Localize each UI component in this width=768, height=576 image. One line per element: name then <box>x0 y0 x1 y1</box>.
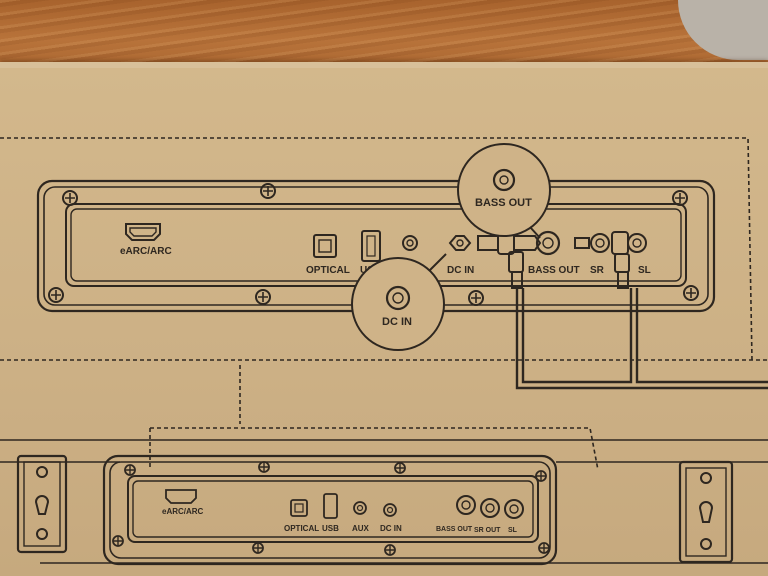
screw <box>260 183 276 199</box>
screw <box>683 285 699 301</box>
screw <box>252 542 264 554</box>
dc-in-callout: DC IN <box>351 253 447 351</box>
dashed-guides <box>0 137 768 471</box>
sl-label-bottom: SL <box>508 527 518 534</box>
optical-label: OPTICAL <box>306 265 350 276</box>
screw <box>255 289 271 305</box>
bass-out-jack-icon <box>535 230 561 256</box>
bass-out-jack-icon <box>456 495 476 515</box>
dc-in-port-icon <box>383 503 397 517</box>
aux-port-icon <box>402 235 418 251</box>
optical-port-icon <box>290 499 308 517</box>
sr-jack-icon <box>590 233 610 253</box>
sl-label: SL <box>638 265 651 276</box>
screw <box>48 287 64 303</box>
bass-out-callout: BASS OUT <box>457 143 551 239</box>
usb-label-bottom: USB <box>322 524 339 533</box>
bass-out-label-bottom: BASS OUT <box>436 526 473 533</box>
sl-jack-icon <box>627 233 647 253</box>
screw <box>672 190 688 206</box>
bass-out-callout-label: BASS OUT <box>475 197 532 209</box>
cable <box>515 288 768 390</box>
usb-port-icon <box>361 230 381 262</box>
dc-in-callout-label: DC IN <box>382 316 412 328</box>
optical-label-bottom: OPTICAL <box>284 524 319 533</box>
dc-in-label: DC IN <box>447 265 474 276</box>
screw <box>538 542 550 554</box>
bass-out-label: BASS OUT <box>528 265 580 276</box>
cable <box>521 288 633 384</box>
screw <box>394 462 406 474</box>
usb-port-icon <box>323 493 338 519</box>
screw <box>384 544 396 556</box>
surround-plug-icon <box>574 231 630 289</box>
aux-label-bottom: AUX <box>352 524 370 533</box>
aux-port-icon <box>353 501 367 515</box>
dc-in-label-bottom: DC IN <box>380 524 402 533</box>
hdmi-port-icon <box>165 489 197 504</box>
hdmi-port-icon <box>125 223 161 241</box>
bottom-panel: eARC/ARC OPTICAL USB AUX DC IN <box>102 454 558 566</box>
earc-label-bottom: eARC/ARC <box>162 507 204 516</box>
right-wall-bracket <box>678 460 734 564</box>
screw <box>124 464 136 476</box>
earc-label: eARC/ARC <box>120 246 172 257</box>
screw <box>535 470 547 482</box>
sl-jack-icon <box>504 499 524 519</box>
screw <box>468 290 484 306</box>
screw <box>112 535 124 547</box>
dc-in-port-icon <box>448 235 472 251</box>
screw <box>258 461 270 473</box>
sr-out-jack-icon <box>480 498 500 518</box>
left-wall-bracket <box>16 454 68 554</box>
bass-out-plug-icon <box>477 231 542 289</box>
optical-port-icon <box>313 234 337 258</box>
screw <box>62 190 78 206</box>
sr-label: SR <box>590 265 605 276</box>
cable <box>635 288 768 384</box>
sr-out-label-bottom: SR OUT <box>474 527 501 534</box>
